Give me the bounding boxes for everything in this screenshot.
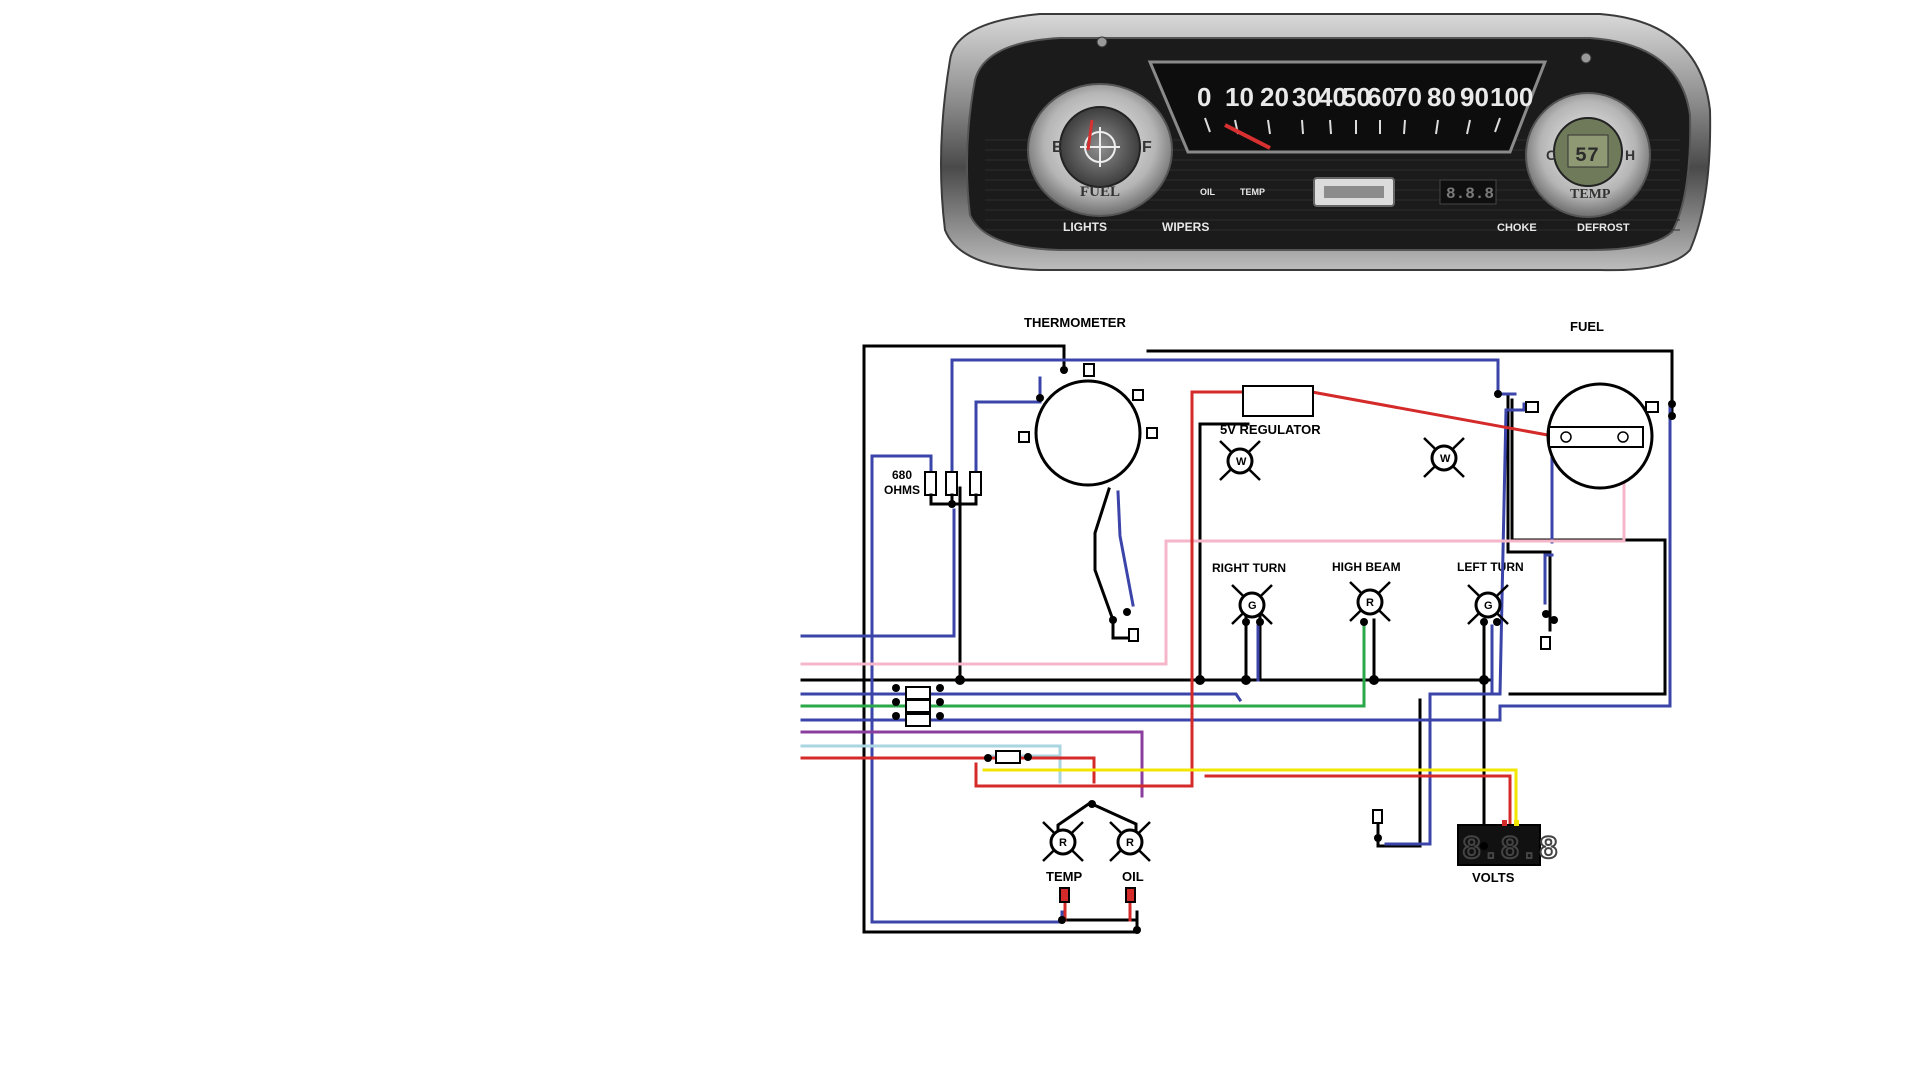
- indicator-right-turn-letter: G: [1248, 600, 1257, 612]
- mount-screw-right: [1580, 52, 1592, 64]
- speedo-tick-10: 10: [1225, 82, 1254, 112]
- regulator-label: 5V REGULATOR: [1220, 422, 1321, 437]
- wires-red: [817, 390, 1566, 922]
- indicator-temp-letter: R: [1059, 837, 1067, 849]
- speedo-tick-50: 50: [1342, 82, 1371, 112]
- temp-cold-mark: C: [1546, 147, 1556, 163]
- speedo-tick-40: 40: [1318, 82, 1347, 112]
- wires-blue: [817, 358, 1672, 924]
- speedo-tick-60: 60: [1367, 82, 1396, 112]
- wires-black: [818, 344, 1674, 934]
- fuel-gauge-symbol: [1525, 382, 1659, 650]
- odometer: [1313, 177, 1395, 207]
- wire-light-blue: [817, 744, 1062, 784]
- fuel-full-mark: F: [1142, 139, 1152, 156]
- temp-hot-mark: H: [1625, 147, 1635, 163]
- high-beam-label: HIGH BEAM: [1332, 560, 1401, 574]
- speedo-tick-80: 80: [1427, 82, 1456, 112]
- volts-label: VOLTS: [1472, 870, 1515, 885]
- speedo-tick-100: 100: [1490, 82, 1533, 112]
- wire-pink: [804, 436, 1626, 666]
- voltage-regulator: [1242, 385, 1314, 417]
- speedo-tick-90: 90: [1460, 82, 1489, 112]
- speedo-tick-20: 20: [1260, 82, 1289, 112]
- harness-inline-parts: [905, 686, 1021, 764]
- thermometer-gauge: [1018, 363, 1158, 642]
- indicator-w-left-letter: W: [1236, 456, 1247, 468]
- temp-dial-label: TEMP: [1570, 187, 1611, 202]
- dash-volt-display: 8.8.8: [1439, 179, 1497, 205]
- volt-meter-digits: 8.8.8: [1462, 831, 1558, 868]
- indicator-oil: R: [1109, 821, 1151, 862]
- temp-gauge-readout: 57: [1575, 145, 1599, 168]
- indicator-w-right: W: [1423, 437, 1465, 478]
- speedo-tick-70: 70: [1393, 82, 1422, 112]
- temp-tag: TEMP: [1240, 187, 1265, 197]
- speedometer: 0 10 20 30 40 50 60 70 80 90 100: [1147, 60, 1548, 154]
- mount-screw-left: [1096, 36, 1108, 48]
- indicator-left-turn-letter: G: [1484, 600, 1493, 612]
- wire-yellow: [982, 768, 1518, 826]
- left-turn-label: LEFT TURN: [1457, 560, 1524, 574]
- indicator-high-beam-letter: R: [1366, 597, 1374, 609]
- oil-label: OIL: [1122, 869, 1144, 884]
- dash-volt-digits: 8.8.8: [1446, 185, 1494, 203]
- knob-label-defrost: DEFROST: [1577, 222, 1630, 234]
- speedo-tick-0: 0: [1197, 82, 1211, 112]
- knob-label-lights: LIGHTS: [1063, 220, 1107, 234]
- speedo-tick-30: 30: [1292, 82, 1321, 112]
- knob-label-wipers: WIPERS: [1162, 220, 1209, 234]
- fuel-dial-label: FUEL: [1080, 184, 1120, 200]
- oil-tag: OIL: [1200, 187, 1216, 197]
- indicator-temp: R: [1042, 821, 1084, 862]
- indicator-right-turn: G: [1231, 584, 1273, 625]
- right-turn-label: RIGHT TURN: [1212, 561, 1286, 575]
- junction-dots: [892, 366, 1676, 934]
- ohms-unit-label: OHMS: [884, 483, 920, 497]
- led-symbols: W W G R G: [1042, 437, 1509, 862]
- temp-label: TEMP: [1046, 869, 1082, 884]
- oil-temp-tags: OIL TEMP: [1200, 187, 1265, 197]
- wire-purple: [817, 730, 1144, 798]
- temp-gauge: 57 C H TEMP: [1525, 92, 1651, 218]
- ohms-value-label: 680: [892, 468, 912, 482]
- fuel-needle: [1086, 119, 1094, 151]
- indicator-oil-letter: R: [1126, 837, 1134, 849]
- fuel-gauge: E F FUEL: [1027, 83, 1173, 217]
- speedo-needle: [1224, 123, 1271, 150]
- knob-label-choke: CHOKE: [1497, 222, 1537, 234]
- indicator-high-beam: R: [1349, 581, 1391, 622]
- wire-green: [817, 622, 1366, 708]
- harness-entry-stubs: [800, 634, 822, 760]
- indicator-w-right-letter: W: [1440, 453, 1451, 465]
- indicator-left-turn: G: [1467, 584, 1509, 625]
- sender-terminals: [1059, 809, 1383, 903]
- thermometer-label: THERMOMETER: [1024, 315, 1126, 330]
- volt-meter-display: 8.8.8: [1457, 820, 1559, 869]
- instrument-cluster: 0 10 20 30 40 50 60 70 80 90 100: [940, 13, 1712, 272]
- fuel-label: FUEL: [1570, 319, 1604, 334]
- fuel-empty-mark: E: [1052, 139, 1063, 156]
- indicator-w-left: W: [1219, 440, 1261, 481]
